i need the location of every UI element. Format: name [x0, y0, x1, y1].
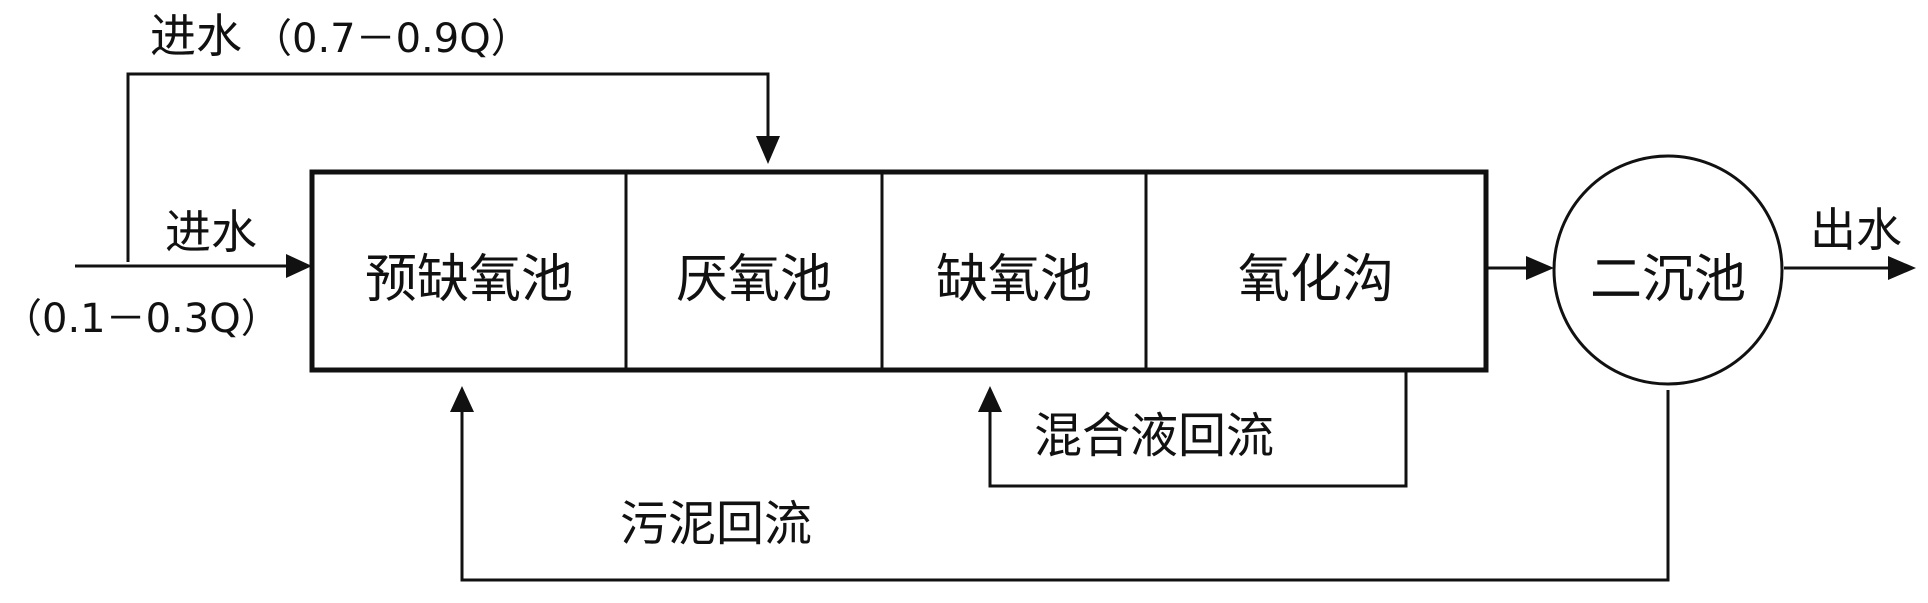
train-to-clarifier-arrowhead [1526, 256, 1554, 280]
clarifier-circle [1552, 154, 1784, 386]
mixed-liquor-return-line [988, 370, 1408, 488]
inflow-top-arrowhead [756, 136, 780, 164]
tank-train [309, 169, 1489, 373]
inflow-left-arrowhead [286, 254, 312, 278]
mixed-liquor-return-arrowhead [978, 386, 1002, 412]
sludge-return-label: 污泥回流 [620, 496, 812, 552]
inflow-top-line [126, 72, 770, 262]
inflow-left-fraction: （0.1－0.3Q） [2, 296, 281, 342]
outflow-label: 出水 [1810, 203, 1902, 257]
tank-oxidation-ditch: 氧化沟 [1238, 250, 1394, 310]
tank-anaerobic: 厌氧池 [676, 250, 832, 310]
clarifier-label: 二沉池 [1590, 250, 1746, 310]
sludge-return-line [460, 390, 1670, 582]
tank-anoxic: 缺氧池 [936, 250, 1092, 310]
inflow-top-fraction: （0.7－0.9Q） [252, 16, 531, 62]
sludge-return-arrowhead [450, 386, 474, 412]
inflow-left-label: 进水 [165, 205, 257, 259]
tank-pre-anoxic: 预缺氧池 [365, 250, 573, 310]
mixed-liquor-return-label: 混合液回流 [1034, 408, 1274, 464]
outflow-arrowhead [1888, 256, 1916, 280]
inflow-top-label: 进水 [150, 9, 242, 63]
